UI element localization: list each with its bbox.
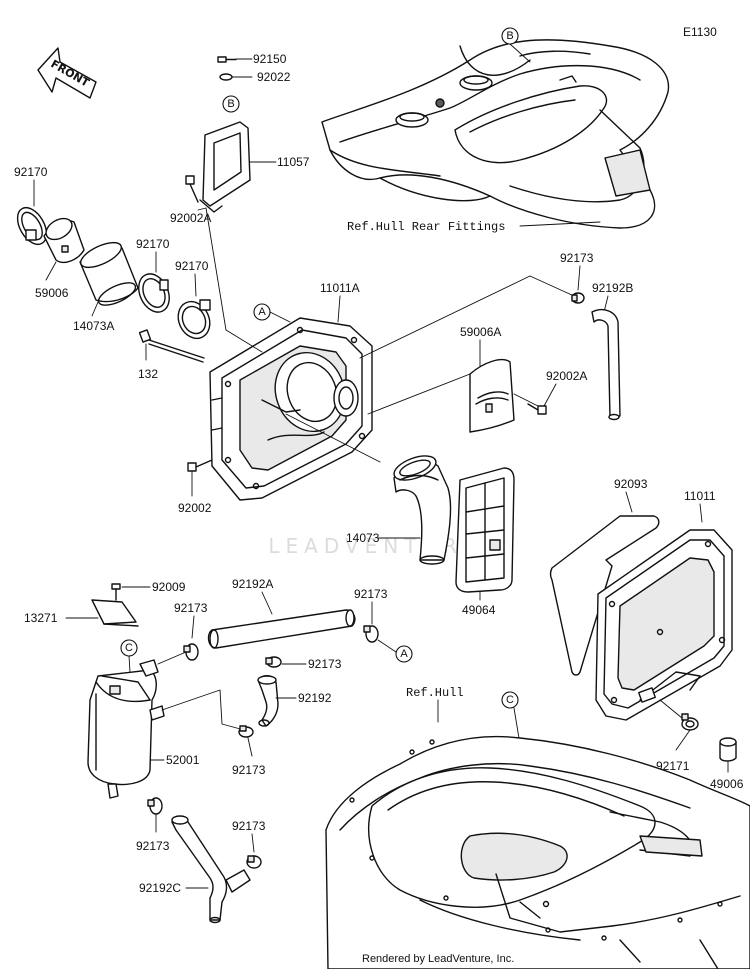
duct-14073 xyxy=(393,455,452,565)
part-92002: 92002 xyxy=(178,501,212,515)
part-92173-lower-center: 92173 xyxy=(232,763,266,777)
part-92170-middle: 92170 xyxy=(136,237,170,251)
part-92002A-lower: 92002A xyxy=(546,369,587,383)
airbox-case-11011A xyxy=(209,317,373,501)
connector-mark-a-lower xyxy=(395,645,413,663)
part-52001: 52001 xyxy=(166,753,200,767)
part-92009: 92009 xyxy=(152,580,186,594)
part-132: 132 xyxy=(138,367,158,381)
part-92093: 92093 xyxy=(614,477,648,491)
connector-mark-b-top-label: B xyxy=(506,30,513,42)
part-92192C: 92192C xyxy=(139,881,181,895)
hull-illustration xyxy=(325,735,750,969)
connector-mark-c-left-label: C xyxy=(125,642,133,654)
part-49006: 49006 xyxy=(710,777,744,791)
clamp-92173-bottom xyxy=(246,855,262,869)
clamp-92173-right-middle xyxy=(363,625,379,643)
part-49064: 49064 xyxy=(462,603,496,617)
part-92170-left: 92170 xyxy=(14,165,48,179)
plate-13271 xyxy=(91,599,139,627)
screw-92009 xyxy=(111,583,121,601)
bolt-92002A-lower xyxy=(527,403,547,415)
part-92192: 92192 xyxy=(298,691,332,705)
part-13271: 13271 xyxy=(24,611,58,625)
bracket-11057 xyxy=(199,121,251,213)
clamp-92170-left xyxy=(16,206,48,246)
gasket-92093 xyxy=(549,515,660,676)
part-92173-bottom-left: 92173 xyxy=(136,839,170,853)
connector-mark-b-bracket xyxy=(222,95,240,113)
hose-92192A xyxy=(207,609,356,649)
part-59006-left: 59006 xyxy=(35,286,69,300)
bolt-92150 xyxy=(217,56,237,63)
clamp-92173-lower-center xyxy=(238,725,254,738)
part-92171: 92171 xyxy=(656,759,690,773)
footer-credit: Rendered by LeadVenture, Inc. xyxy=(362,953,514,965)
connector-mark-a-lower-label: A xyxy=(400,648,408,660)
separator-tank-52001 xyxy=(87,659,165,799)
part-92173-upper-right: 92173 xyxy=(560,251,594,265)
part-92173-right-middle: 92173 xyxy=(354,587,388,601)
part-92150: 92150 xyxy=(253,52,287,66)
bolt-132 xyxy=(138,329,205,363)
clamp-92171 xyxy=(681,713,699,731)
cover-59006A xyxy=(469,358,515,433)
bolt-92002A-upper xyxy=(185,175,199,203)
bolt-92002 xyxy=(187,459,213,472)
clamp-92173-upper-right xyxy=(571,292,585,304)
diagram-code: E1130 xyxy=(683,25,717,39)
clamp-92173-bottom-left xyxy=(147,797,163,815)
front-direction-arrow: FRONT xyxy=(37,47,97,99)
hose-92192B xyxy=(591,308,621,421)
connector-mark-b-bracket-label: B xyxy=(227,98,234,110)
ref-hull-label: Ref.Hull xyxy=(406,686,464,700)
part-92173-left-middle: 92173 xyxy=(174,601,208,615)
ref-hull-rear-fittings-label: Ref.Hull Rear Fittings xyxy=(347,220,505,234)
hose-92192 xyxy=(257,675,279,727)
part-92192A: 92192A xyxy=(232,577,273,591)
connector-mark-c-hull xyxy=(501,691,519,709)
part-92173-center: 92173 xyxy=(308,657,342,671)
part-92170-right: 92170 xyxy=(175,259,209,273)
hose-92192C xyxy=(171,815,251,924)
connector-mark-c-hull-label: C xyxy=(506,694,514,706)
part-92173-bottom: 92173 xyxy=(232,819,266,833)
filter-element-49064 xyxy=(455,467,515,593)
part-11057: 11057 xyxy=(277,155,310,169)
part-11011A: 11011A xyxy=(320,281,360,295)
cap-49006 xyxy=(719,737,737,762)
clamp-92170-middle xyxy=(138,273,170,313)
airbox-cover-11011 xyxy=(595,529,733,721)
clamp-92170-right xyxy=(177,299,211,340)
rear-fittings-illustration xyxy=(321,39,670,229)
washer-92022 xyxy=(219,73,233,81)
sleeve-59006 xyxy=(43,217,85,264)
part-59006A: 59006A xyxy=(460,325,501,339)
part-92022: 92022 xyxy=(257,70,291,84)
connector-mark-a-upper-label: A xyxy=(258,306,266,318)
part-92002A-upper: 92002A xyxy=(170,211,211,225)
part-11011: 11011 xyxy=(684,489,716,503)
duct-14073A xyxy=(79,241,139,306)
part-14073A: 14073A xyxy=(73,319,114,333)
part-92192B: 92192B xyxy=(592,281,633,295)
part-14073: 14073 xyxy=(346,531,380,545)
clamp-92173-center xyxy=(265,656,282,668)
